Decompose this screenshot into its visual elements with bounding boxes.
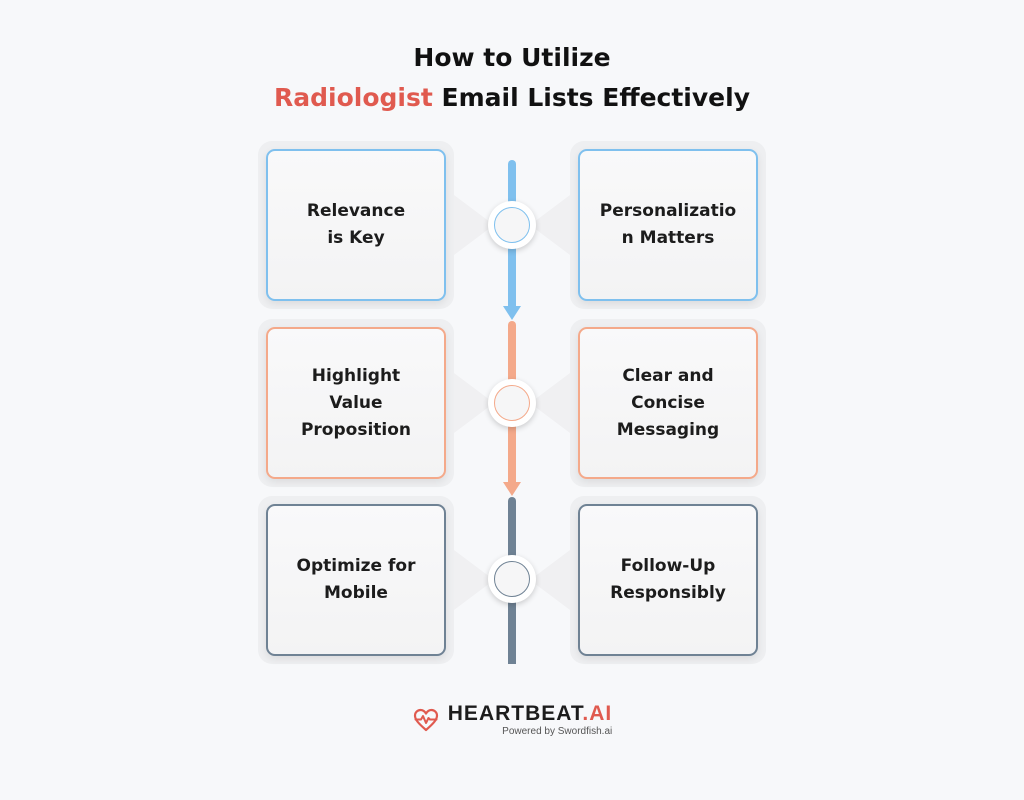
footer-brand: HEARTBEAT.AI Powered by Swordfish.ai — [0, 700, 1024, 740]
card-optimize-mobile: Optimize for Mobile — [266, 504, 446, 656]
card-follow-up-label: Follow-Up Responsibly — [610, 556, 726, 603]
card-clear-messaging: Clear and Concise Messaging — [578, 327, 758, 479]
title-line-1: How to Utilize — [413, 43, 611, 72]
timeline-node-3 — [488, 555, 536, 603]
brand-main: HEARTBEAT — [447, 702, 583, 725]
card-value-proposition: Highlight Value Proposition — [266, 327, 446, 479]
card-relevance: Relevance is Key — [266, 149, 446, 301]
pointer-right-1 — [530, 195, 570, 255]
title-line-2: Email Lists Effectively — [432, 83, 751, 112]
page-title: How to Utilize Radiologist Email Lists E… — [0, 38, 1024, 118]
card-personalization-label: Personalizatio n Matters — [599, 201, 737, 248]
heart-pulse-icon — [413, 708, 438, 732]
pointer-right-3 — [530, 550, 570, 610]
timeline-node-2-inner — [494, 385, 530, 421]
card-value-proposition-label: Highlight Value Proposition — [300, 365, 412, 440]
timeline-arrow-2 — [503, 482, 521, 496]
card-follow-up: Follow-Up Responsibly — [578, 504, 758, 656]
timeline-arrow-1 — [503, 306, 521, 320]
timeline-node-1 — [488, 201, 536, 249]
brand-name: HEARTBEAT.AI — [448, 702, 612, 726]
title-highlight: Radiologist — [273, 83, 433, 112]
brand-block: HEARTBEAT.AI Powered by Swordfish.ai — [448, 702, 612, 738]
strategy-diagram: Relevance is Key Personalizatio n Matter… — [258, 141, 766, 664]
card-optimize-mobile-label: Optimize for Mobile — [296, 556, 416, 603]
card-clear-messaging-label: Clear and Concise Messaging — [616, 365, 720, 440]
timeline-node-3-inner — [494, 561, 530, 597]
card-relevance-label: Relevance is Key — [306, 201, 406, 248]
row-3: Optimize for Mobile Follow-Up Responsibl… — [258, 496, 766, 664]
timeline-node-1-inner — [494, 207, 530, 243]
row-1: Relevance is Key Personalizatio n Matter… — [258, 141, 766, 309]
row-2: Highlight Value Proposition Clear and Co… — [258, 319, 766, 487]
timeline-node-2 — [488, 379, 536, 427]
pointer-right-2 — [530, 373, 570, 433]
card-personalization: Personalizatio n Matters — [578, 149, 758, 301]
brand-suffix: .AI — [582, 702, 613, 725]
brand-tagline: Powered by Swordfish.ai — [502, 726, 613, 737]
